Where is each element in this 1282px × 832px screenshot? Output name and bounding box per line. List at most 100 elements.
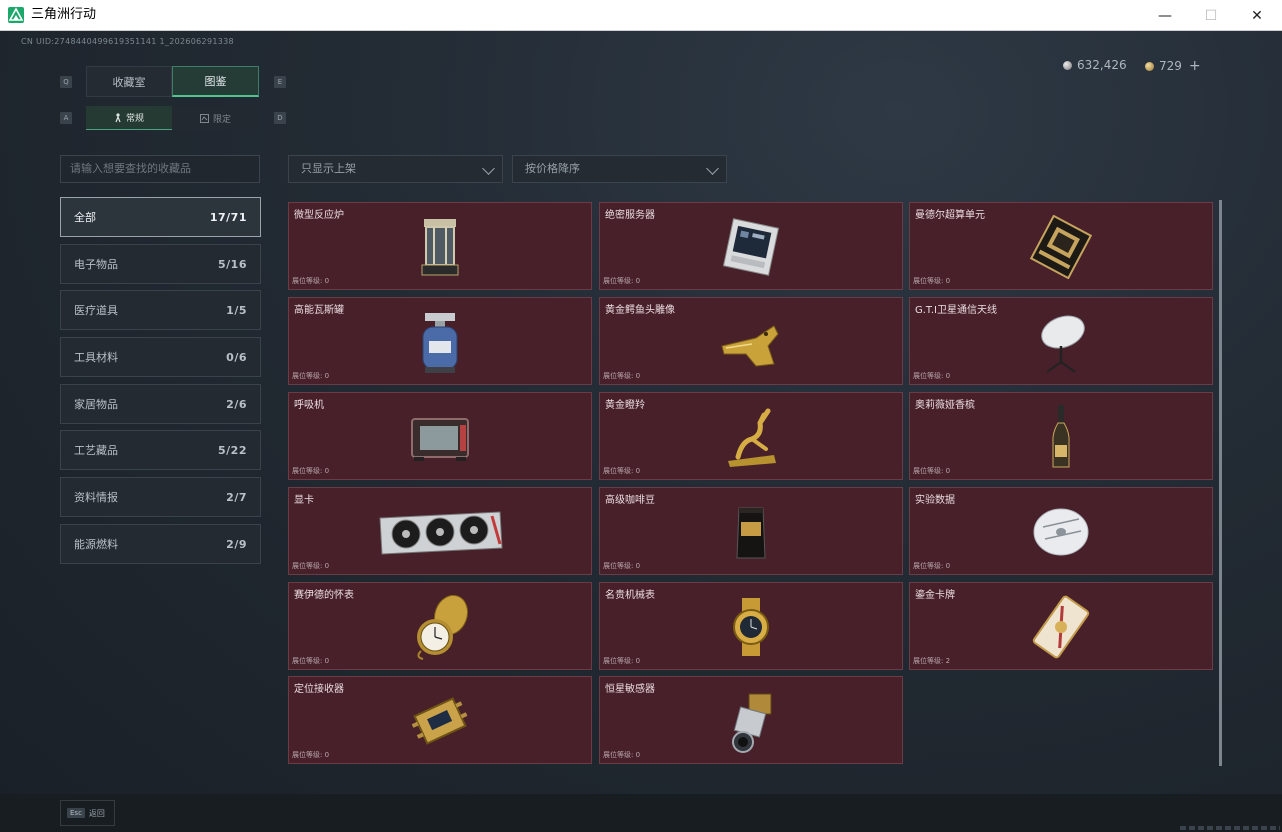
search-input[interactable] [70,156,259,182]
category-label: 医疗道具 [74,304,118,317]
receiver-icon [400,685,480,757]
title-bar: 三角洲行动 — ☐ ✕ [0,0,1282,31]
category-label: 工具材料 [74,351,118,364]
coffee-bag-icon [711,496,791,568]
champagne-icon [1021,401,1101,473]
currency-gold: 729 + [1145,58,1201,74]
item-name: 鎏金卡牌 [915,590,955,601]
user-uid: CN UID:2748440499619351141 1_20260629133… [21,37,234,46]
item-name: 名贵机械表 [605,590,655,601]
search-box[interactable] [60,155,260,183]
figure-icon [115,112,121,122]
item-card[interactable]: 恒星敏感器 展位等级: 0 [599,676,903,764]
satellite-dish-icon [1021,306,1101,378]
supercomputer-icon [1021,211,1101,283]
bottom-bar [0,794,1282,832]
item-name: 定位接收器 [294,684,344,695]
item-card[interactable]: 呼吸机 展位等级: 0 [288,392,592,480]
item-card[interactable]: 高能瓦斯罐 展位等级: 0 [288,297,592,385]
shelf-filter-dropdown[interactable]: 只显示上架 [288,155,503,183]
item-card[interactable]: 显卡 展位等级: 0 [288,487,592,575]
item-card[interactable]: 定位接收器 展位等级: 0 [288,676,592,764]
reactor-icon [400,211,480,283]
item-level: 展位等级: 0 [603,277,641,285]
close-button[interactable]: ✕ [1251,7,1263,24]
item-level: 展位等级: 0 [913,372,951,380]
window-title: 三角洲行动 [31,7,97,22]
gold-coin-icon [1145,61,1154,71]
back-button[interactable]: Esc 返回 [60,800,115,826]
gpu-icon [370,496,510,568]
item-card[interactable]: G.T.I卫星通信天线 展位等级: 0 [909,297,1213,385]
item-card[interactable]: 高级咖啡豆 展位等级: 0 [599,487,903,575]
category-label: 家居物品 [74,398,118,411]
subtab-normal[interactable]: 常规 [86,106,172,130]
item-name: 曼德尔超算单元 [915,210,985,221]
esc-key-hint: Esc [67,808,85,818]
item-name: G.T.I卫星通信天线 [915,305,997,316]
subtab-limited-label: 限定 [212,114,231,125]
category-count: 5/22 [218,443,247,457]
ventilator-icon [400,401,480,473]
item-card[interactable]: 鎏金卡牌 展位等级: 2 [909,582,1213,670]
app-logo-icon [8,7,24,23]
item-level: 展位等级: 0 [603,751,641,759]
key-hint-d: D [274,112,286,124]
item-level: 展位等级: 0 [913,277,951,285]
item-card[interactable]: 赛伊德的怀表 展位等级: 0 [288,582,592,670]
item-name: 呼吸机 [294,400,324,411]
item-name: 黄金鳄鱼头雕像 [605,305,675,316]
currency-add-button[interactable]: + [1188,58,1201,74]
category-count: 0/6 [226,350,247,364]
limited-icon [199,113,209,123]
chevron-down-icon [482,162,495,175]
item-level: 展位等级: 0 [292,657,330,665]
item-level: 展位等级: 0 [603,562,641,570]
subtab-normal-label: 常规 [125,114,144,124]
subtab-limited[interactable]: 限定 [172,106,259,130]
currency-silver: 632,426 [1063,58,1127,72]
category-count: 2/9 [226,537,247,551]
item-name: 黄金瞪羚 [605,400,645,411]
item-card[interactable]: 绝密服务器 展位等级: 0 [599,202,903,290]
category-label: 资料情报 [74,491,118,504]
back-label: 返回 [88,808,105,818]
item-card[interactable]: 黄金瞪羚 展位等级: 0 [599,392,903,480]
item-level: 展位等级: 0 [913,467,951,475]
tab-collection-room[interactable]: 收藏室 [86,66,172,97]
category-intel[interactable]: 资料情报 2/7 [60,477,261,517]
gas-tank-icon [400,306,480,378]
item-card[interactable]: 名贵机械表 展位等级: 0 [599,582,903,670]
footer-decoration [1180,826,1280,830]
item-card[interactable]: 微型反应炉 展位等级: 0 [288,202,592,290]
item-card[interactable]: 奥莉薇娅香槟 展位等级: 0 [909,392,1213,480]
grid-scrollbar[interactable] [1219,200,1222,766]
disc-icon [1021,496,1101,568]
maximize-button[interactable]: ☐ [1204,7,1218,24]
item-level: 展位等级: 0 [292,467,330,475]
category-count: 2/7 [226,490,247,504]
item-card[interactable]: 实验数据 展位等级: 0 [909,487,1213,575]
gazelle-icon [711,401,791,473]
item-name: 显卡 [294,495,314,506]
key-hint-e: E [274,76,286,88]
item-name: 赛伊德的怀表 [294,590,354,601]
gilded-card-icon [1021,591,1101,663]
tab-atlas[interactable]: 图鉴 [172,66,259,97]
minimize-button[interactable]: — [1158,7,1172,24]
currency-silver-value: 632,426 [1077,58,1127,72]
category-tools[interactable]: 工具材料 0/6 [60,337,261,377]
item-level: 展位等级: 2 [913,657,951,665]
sort-dropdown[interactable]: 按价格降序 [512,155,727,183]
category-count: 17/71 [209,210,247,224]
item-card[interactable]: 黄金鳄鱼头雕像 展位等级: 0 [599,297,903,385]
item-card[interactable]: 曼德尔超算单元 展位等级: 0 [909,202,1213,290]
category-count: 5/16 [218,257,247,271]
item-name: 绝密服务器 [605,210,655,221]
